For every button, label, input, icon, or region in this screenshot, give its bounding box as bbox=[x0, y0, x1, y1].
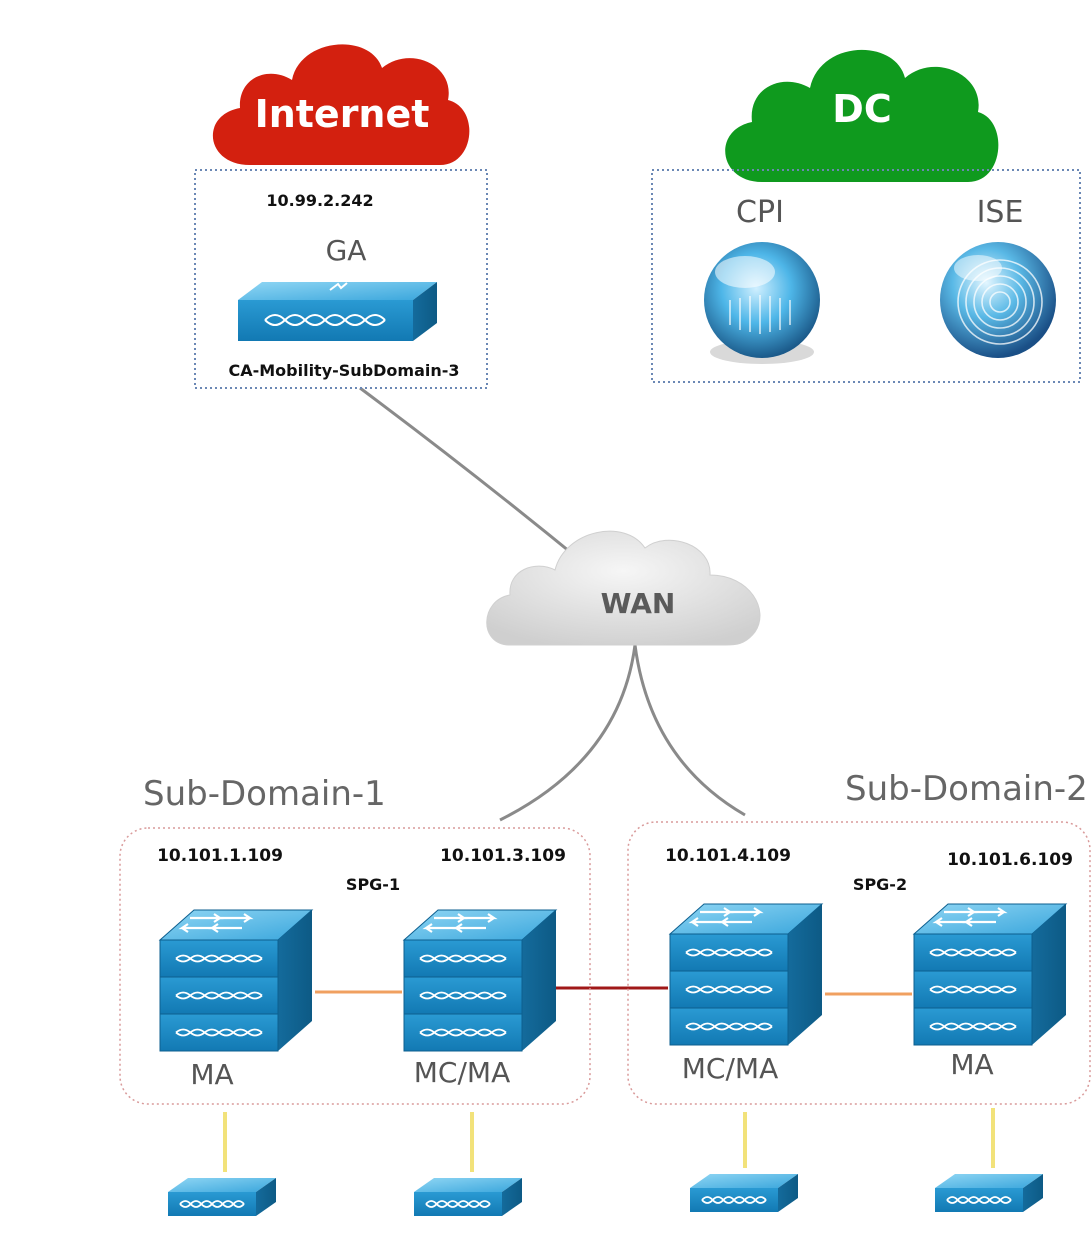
sd2-right-switch-icon bbox=[912, 903, 1068, 1046]
ga-ip: 10.99.2.242 bbox=[266, 191, 373, 210]
internet-cloud-icon: Internet bbox=[212, 44, 470, 165]
access-point-2-icon bbox=[414, 1178, 522, 1216]
sd1-right-switch-icon bbox=[402, 909, 558, 1052]
ise-label: ISE bbox=[977, 195, 1024, 230]
ise-fingerprint-sphere-icon bbox=[940, 242, 1056, 358]
sub-domain-1-title: Sub-Domain-1 bbox=[143, 774, 386, 814]
links bbox=[223, 386, 995, 1172]
sd2-left-ip: 10.101.4.109 bbox=[665, 846, 791, 866]
sd1-right-role: MC/MA bbox=[414, 1056, 510, 1089]
sd2-right-role: MA bbox=[950, 1048, 993, 1081]
internet-label: Internet bbox=[255, 92, 430, 136]
sd1-left-ip: 10.101.1.109 bbox=[157, 846, 283, 866]
wan-to-subdomain1-link bbox=[499, 644, 637, 822]
controller-appliance-icon bbox=[238, 282, 437, 341]
sd2-right-ip: 10.101.6.109 bbox=[947, 850, 1073, 870]
dc-box: CPI ISE bbox=[651, 169, 1081, 383]
dc-label: DC bbox=[832, 87, 891, 131]
sub-domain-1-box bbox=[119, 827, 591, 1105]
cpi-sphere-icon bbox=[704, 242, 820, 364]
ga-name: CA-Mobility-SubDomain-3 bbox=[228, 361, 459, 380]
access-point-4-icon bbox=[935, 1174, 1043, 1212]
access-point-1-icon bbox=[168, 1178, 276, 1216]
sub-domain-2-title: Sub-Domain-2 bbox=[845, 769, 1088, 809]
sd1-left-role: MA bbox=[190, 1058, 233, 1091]
ga-box: 10.99.2.242 GA CA-Mobility-SubDomain-3 bbox=[194, 169, 488, 389]
sd2-left-role: MC/MA bbox=[682, 1052, 778, 1085]
wan-to-subdomain2-link bbox=[633, 644, 746, 817]
wan-label: WAN bbox=[601, 587, 676, 620]
ga-role-label: GA bbox=[326, 234, 367, 267]
sd1-left-switch-icon bbox=[158, 909, 314, 1052]
sd1-right-ip: 10.101.3.109 bbox=[440, 846, 566, 866]
spg-1-label: SPG-1 bbox=[346, 875, 400, 894]
wan-cloud-icon: WAN bbox=[486, 530, 761, 646]
ga-to-wan-link bbox=[359, 386, 581, 562]
cpi-label: CPI bbox=[736, 195, 784, 230]
access-point-3-icon bbox=[690, 1174, 798, 1212]
sd2-left-switch-icon bbox=[668, 903, 824, 1046]
dc-cloud-icon: DC bbox=[725, 49, 999, 182]
spg-2-label: SPG-2 bbox=[853, 875, 907, 894]
